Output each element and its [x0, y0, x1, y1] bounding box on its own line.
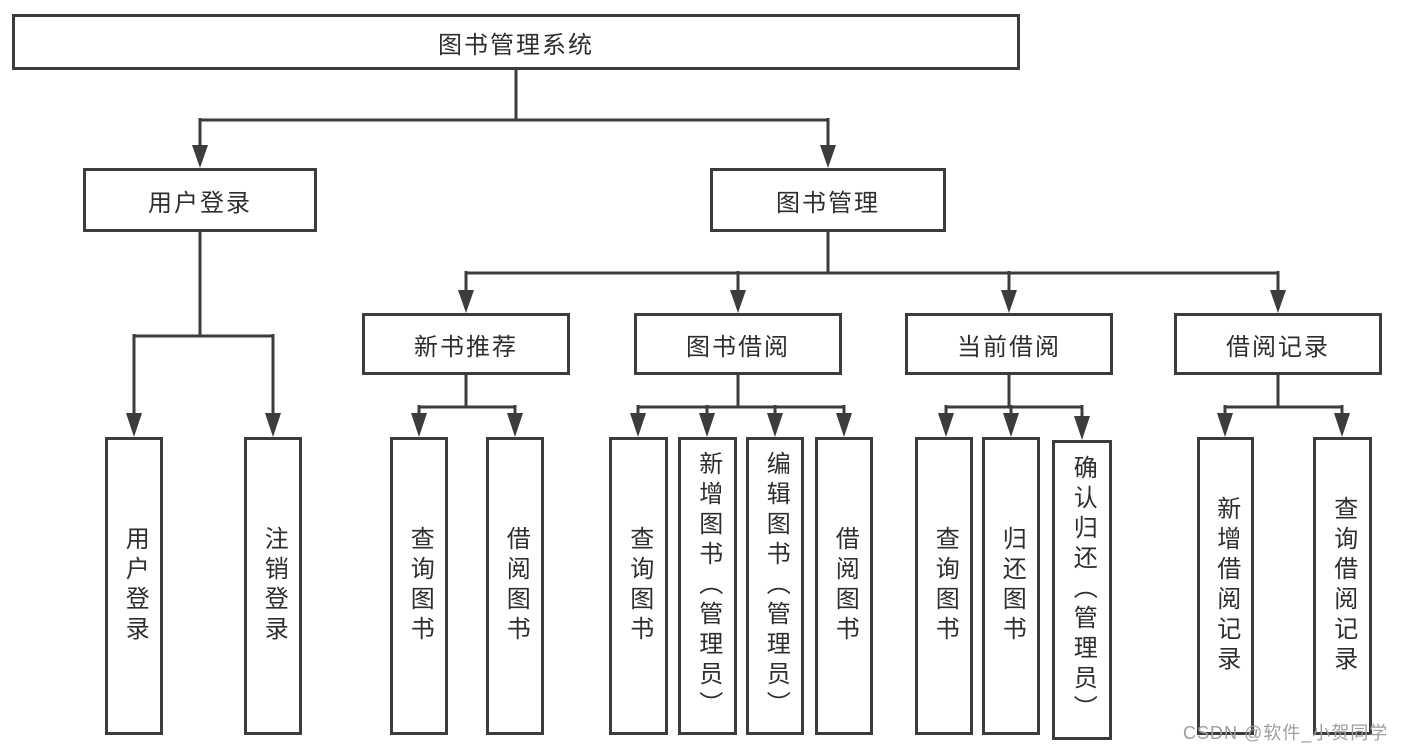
node-label: 新增图书（管理员）: [694, 451, 722, 721]
arrow-down-icon: [630, 413, 646, 437]
arrow-down-icon: [1270, 290, 1286, 313]
node-label: 归还图书: [998, 526, 1026, 646]
arrow-down-icon: [820, 145, 836, 168]
arrow-down-icon: [126, 413, 142, 437]
arrowheads: [126, 145, 1350, 440]
arrow-down-icon: [730, 290, 746, 313]
arrow-down-icon: [458, 290, 474, 313]
arrow-down-icon: [699, 413, 715, 437]
leaf-borrowing-query-books: 查询图书: [609, 437, 668, 735]
node-label: 借阅图书: [502, 526, 530, 646]
node-label: 用户登录: [121, 526, 149, 646]
node-label: 查询图书: [625, 526, 653, 646]
arrow-down-icon: [411, 413, 427, 437]
leaf-records-add-record: 新增借阅记录: [1197, 437, 1254, 735]
node-library-management-system: 图书管理系统: [12, 14, 1020, 70]
leaf-logout-login: 注销登录: [244, 437, 302, 735]
node-new-book-recommend: 新书推荐: [362, 313, 570, 375]
leaf-borrowing-edit-books-admin: 编辑图书（管理员）: [746, 437, 804, 735]
leaf-current-query-books: 查询图书: [915, 437, 973, 735]
arrow-down-icon: [265, 413, 281, 437]
node-borrowing-records: 借阅记录: [1174, 313, 1382, 375]
leaf-records-query-record: 查询借阅记录: [1313, 437, 1372, 735]
arrow-down-icon: [938, 413, 954, 437]
arrow-down-icon: [1003, 413, 1019, 437]
node-user-login: 用户登录: [83, 168, 317, 232]
arrow-down-icon: [192, 145, 208, 168]
node-label: 图书管理: [776, 189, 880, 217]
arrow-down-icon: [1074, 416, 1090, 440]
node-current-borrowing: 当前借阅: [905, 313, 1113, 375]
arrow-down-icon: [1001, 290, 1017, 313]
leaf-borrowing-borrow-books: 借阅图书: [815, 437, 873, 735]
arrow-down-icon: [836, 413, 852, 437]
leaf-current-confirm-return-admin: 确认归还（管理员）: [1052, 440, 1112, 740]
leaf-recommend-borrow-books: 借阅图书: [486, 437, 544, 735]
node-label: 图书管理系统: [438, 31, 594, 59]
csdn-watermark: CSDN @软件_小贺同学: [1183, 723, 1389, 743]
leaf-current-return-books: 归还图书: [982, 437, 1040, 735]
arrow-down-icon: [507, 413, 523, 437]
node-book-management: 图书管理: [710, 168, 946, 232]
node-label: 新书推荐: [414, 333, 518, 361]
arrow-down-icon: [1217, 413, 1233, 437]
node-label: 当前借阅: [957, 333, 1061, 361]
leaf-recommend-query-books: 查询图书: [390, 437, 448, 735]
node-label: 借阅图书: [831, 526, 859, 646]
leaf-borrowing-add-books-admin: 新增图书（管理员）: [678, 437, 737, 735]
arrow-down-icon: [1334, 413, 1350, 437]
arrow-down-icon: [767, 413, 783, 437]
node-label: 借阅记录: [1226, 333, 1330, 361]
node-label: 注销登录: [260, 526, 288, 646]
node-label: 新增借阅记录: [1212, 496, 1240, 676]
node-label: 查询借阅记录: [1329, 496, 1357, 676]
node-book-borrowing: 图书借阅: [634, 313, 842, 375]
node-label: 确认归还（管理员）: [1069, 455, 1097, 725]
node-label: 用户登录: [148, 189, 252, 217]
node-label: 编辑图书（管理员）: [762, 451, 790, 721]
node-label: 查询图书: [931, 526, 959, 646]
node-label: 图书借阅: [686, 333, 790, 361]
node-label: 查询图书: [406, 526, 434, 646]
leaf-user-login: 用户登录: [105, 437, 163, 735]
